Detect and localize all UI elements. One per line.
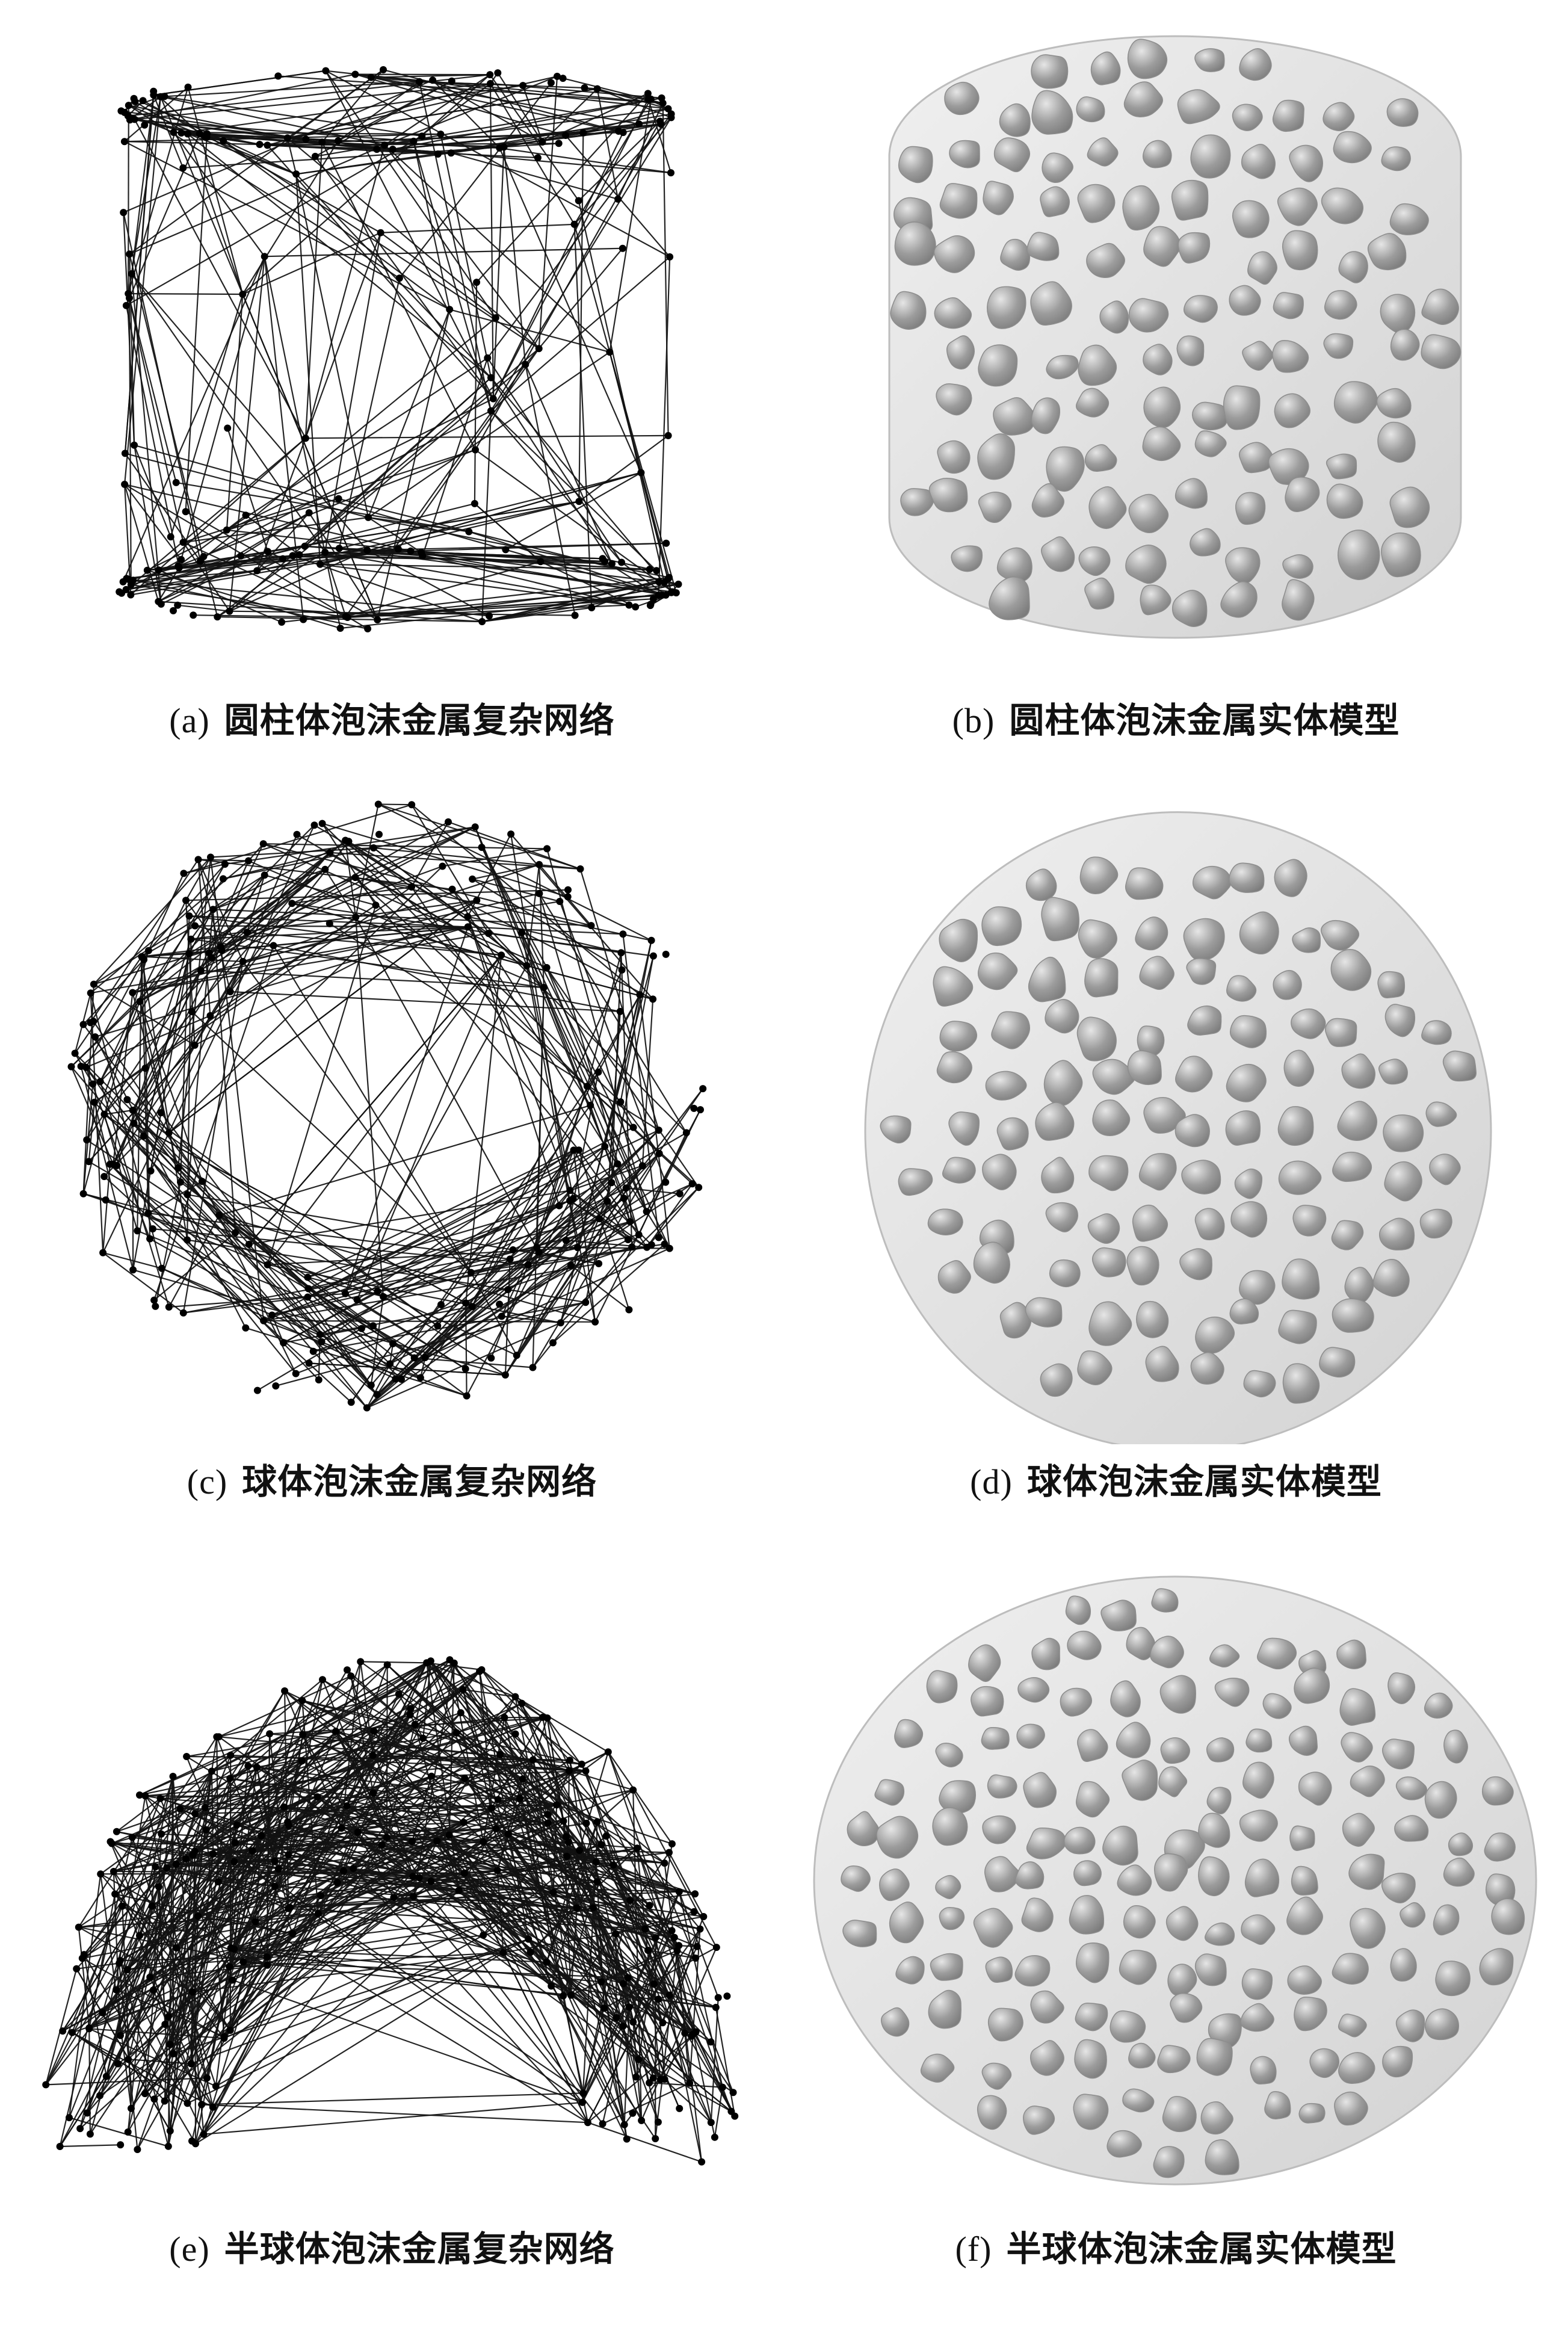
panel-caption-a: 圆柱体泡沫金属复杂网络: [224, 700, 615, 741]
panel-f: (f) 半球体泡沫金属实体模型: [784, 1547, 1568, 2327]
network-illustration-a: [0, 0, 784, 674]
panel-letter-e: (e): [169, 2230, 209, 2269]
panel-a: (a) 圆柱体泡沫金属复杂网络: [0, 0, 784, 770]
solid-illustration-d: [784, 770, 1568, 1444]
panel-letter-b: (b): [952, 701, 995, 740]
panel-letter-c: (c): [187, 1462, 227, 1501]
panel-caption-e: 半球体泡沫金属复杂网络: [224, 2228, 615, 2269]
panel-e: (e) 半球体泡沫金属复杂网络: [0, 1547, 784, 2327]
network-illustration-c: [0, 770, 784, 1444]
caption-a: (a) 圆柱体泡沫金属复杂网络: [0, 692, 784, 743]
network-illustration-e: [0, 1547, 784, 2196]
caption-d: (d) 球体泡沫金属实体模型: [784, 1453, 1568, 1504]
caption-c: (c) 球体泡沫金属复杂网络: [0, 1453, 784, 1504]
panel-letter-f: (f): [955, 2230, 992, 2269]
panel-caption-b: 圆柱体泡沫金属实体模型: [1009, 700, 1400, 741]
panel-c: (c) 球体泡沫金属复杂网络: [0, 770, 784, 1547]
panel-b: (b) 圆柱体泡沫金属实体模型: [784, 0, 1568, 770]
panel-d: (d) 球体泡沫金属实体模型: [784, 770, 1568, 1547]
solid-illustration-f: [784, 1547, 1568, 2196]
solid-illustration-b: [784, 0, 1568, 674]
panel-caption-d: 球体泡沫金属实体模型: [1027, 1461, 1382, 1502]
panel-caption-c: 球体泡沫金属复杂网络: [242, 1461, 597, 1502]
caption-f: (f) 半球体泡沫金属实体模型: [784, 2220, 1568, 2271]
panel-letter-a: (a): [169, 701, 209, 740]
caption-e: (e) 半球体泡沫金属复杂网络: [0, 2220, 784, 2271]
panel-letter-d: (d): [970, 1462, 1013, 1501]
panel-caption-f: 半球体泡沫金属实体模型: [1006, 2228, 1397, 2269]
caption-b: (b) 圆柱体泡沫金属实体模型: [784, 692, 1568, 743]
